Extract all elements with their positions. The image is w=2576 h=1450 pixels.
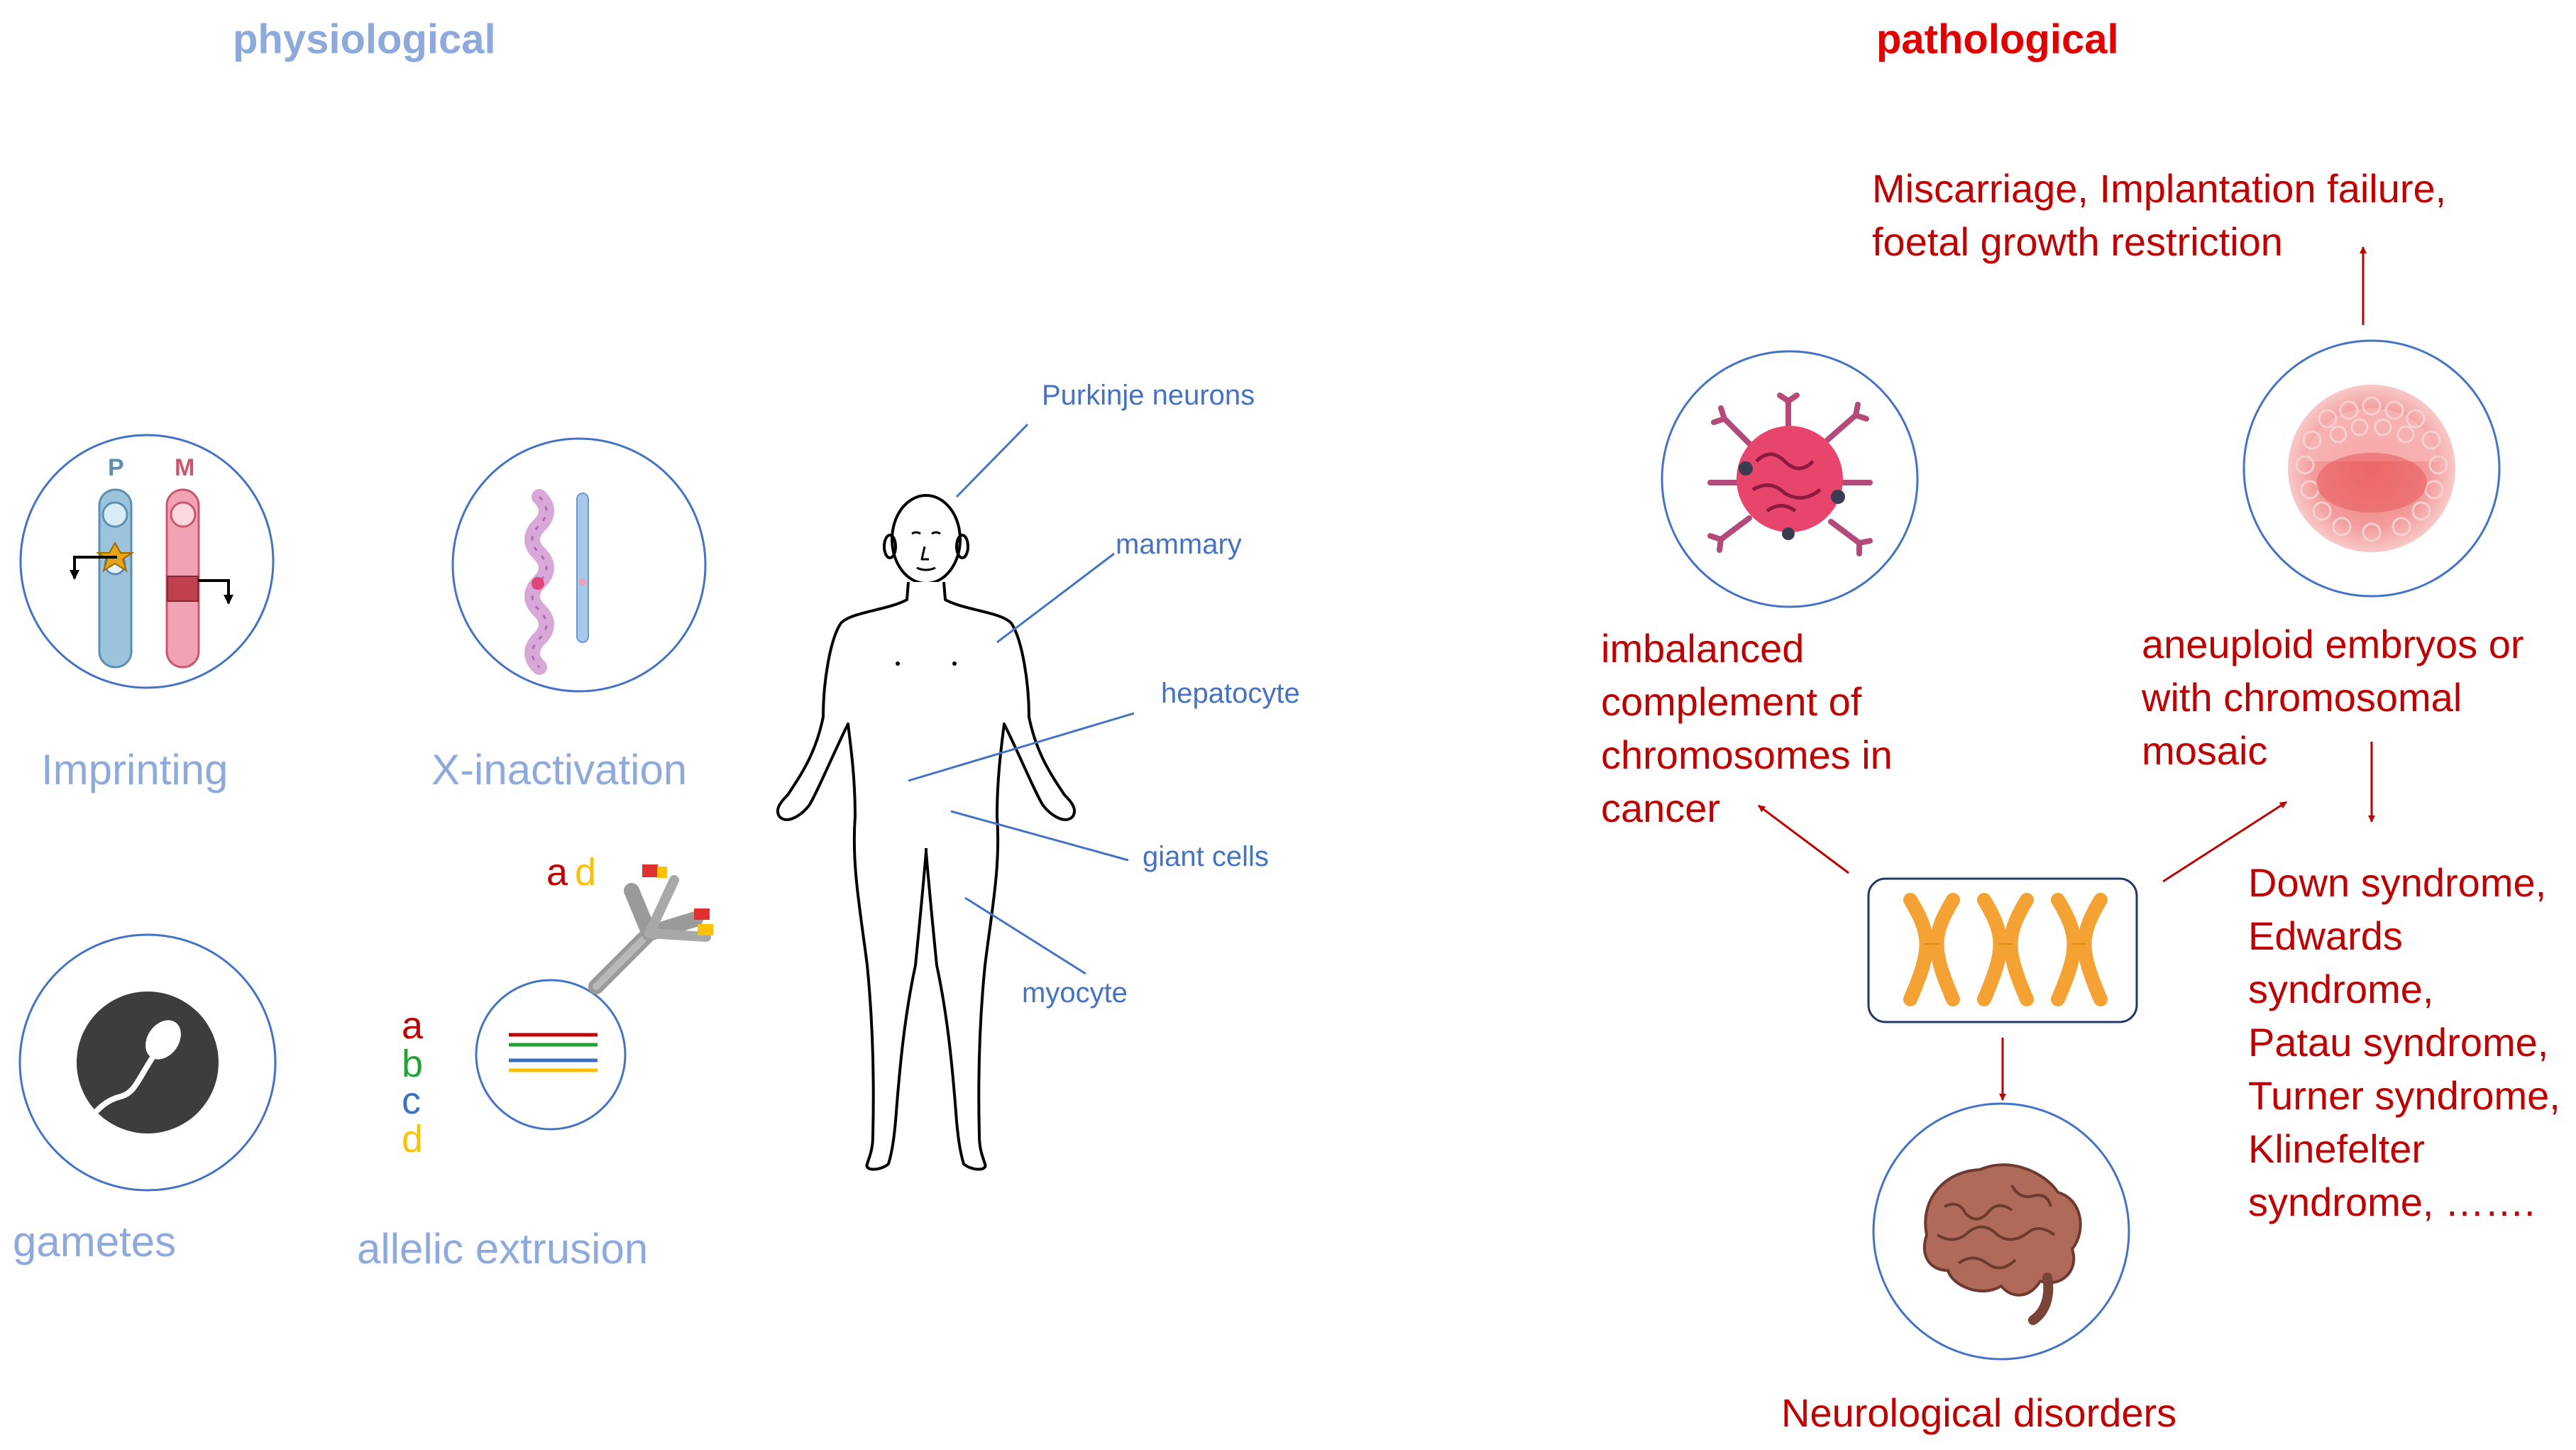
paternal-label: P [108, 454, 124, 481]
antibody-icon [588, 864, 713, 994]
myocyte-label: myocyte [1022, 977, 1128, 1009]
sperm-icon [18, 933, 277, 1192]
pathological-header: pathological [1876, 16, 2119, 62]
allele-b: b [402, 1043, 424, 1085]
brain-icon [1872, 1102, 2130, 1361]
hepatocyte-label: hepatocyte [1161, 678, 1300, 709]
body-pointer-lines [908, 423, 1135, 975]
neurological-disorders-label: Neurological disorders [1781, 1390, 2177, 1435]
allelic-extrusion-label: allelic extrusion [357, 1225, 649, 1273]
allele-d: d [402, 1118, 424, 1160]
x-inactivation-icon [451, 437, 707, 693]
syndromes-label: Down syndrome, Edwards syndrome, Patau s… [2248, 860, 2560, 1224]
antibody-allele-a: a [546, 851, 568, 894]
embryo-icon [2242, 339, 2501, 598]
human-body-outline [776, 494, 1077, 1171]
physiological-header: physiological [233, 16, 496, 62]
gametes-label: gametes [13, 1218, 177, 1265]
imprinting-label: Imprinting [41, 746, 229, 793]
cancer-cell-icon [1661, 350, 1919, 608]
aneuploid-embryos-label: aneuploid embryos or with chromosomal mo… [2142, 622, 2524, 773]
allelic-extrusion-icon [475, 864, 713, 1131]
allele-c: c [402, 1080, 421, 1122]
maternal-label: M [175, 454, 195, 481]
trisomy-chromosomes-icon [1867, 877, 2138, 1023]
antibody-allele-d: d [575, 851, 597, 894]
pregnancy-outcomes-label: Miscarriage, Implantation failure, foeta… [1872, 166, 2447, 264]
giant-cells-label: giant cells [1143, 841, 1269, 872]
purkinje-label: Purkinje neurons [1042, 380, 1255, 411]
x-inactivation-label: X-inactivation [431, 746, 688, 793]
mammary-label: mammary [1116, 529, 1242, 560]
cancer-label: imbalanced complement of chromosomes in … [1601, 626, 1893, 830]
pathological-arrows [1758, 246, 2375, 1101]
allele-a: a [402, 1004, 424, 1047]
imprinting-icon [19, 434, 275, 689]
